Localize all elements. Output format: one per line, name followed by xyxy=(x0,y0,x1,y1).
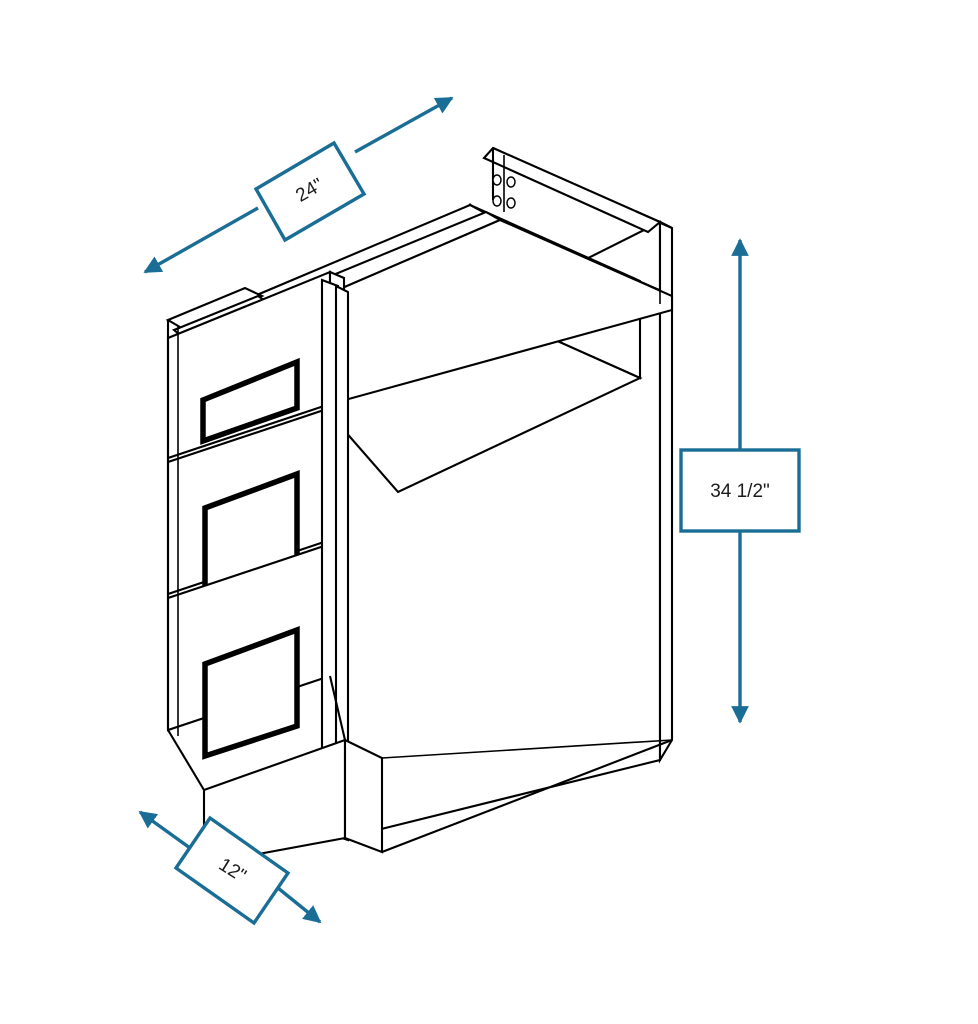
dimension-height-label: 34 1/2" xyxy=(710,481,770,502)
dimension-depth-label-box xyxy=(253,140,367,243)
dimension-depth: 24" xyxy=(143,96,454,274)
cabinet-toe-kick-edge xyxy=(343,738,384,854)
screw-hole-2 xyxy=(506,176,516,188)
cabinet-base-bottom-edge xyxy=(381,739,673,853)
cabinet-base-top-edge xyxy=(381,739,673,759)
cabinet-face-frame-top-cap xyxy=(165,286,265,332)
cabinet-bottom-right-return xyxy=(328,675,347,741)
screw-hole-4 xyxy=(506,197,516,209)
drawer-panel-3-recess xyxy=(202,626,300,760)
cabinet-bottom-left-return xyxy=(167,729,205,791)
screw-hole-3 xyxy=(492,195,502,207)
dimension-width-arrow-lower xyxy=(276,886,322,924)
cabinet-drawing xyxy=(165,146,674,866)
dimension-depth-arrow-upper xyxy=(354,96,454,154)
dimension-depth-arrow-lower xyxy=(143,206,259,274)
dimension-width: 12" xyxy=(138,810,322,926)
dimension-height: 34 1/2" xyxy=(679,238,801,724)
dimension-width-label-box xyxy=(173,815,291,926)
dimension-width-arrow-upper xyxy=(138,810,191,850)
cabinet-top-right-corner-rail xyxy=(499,219,661,304)
cabinet-top-back-rail-inner xyxy=(482,146,662,234)
dimension-height-label-box xyxy=(679,448,801,533)
screw-hole-1 xyxy=(492,174,502,186)
drawer-panel-1-recess xyxy=(200,357,300,445)
